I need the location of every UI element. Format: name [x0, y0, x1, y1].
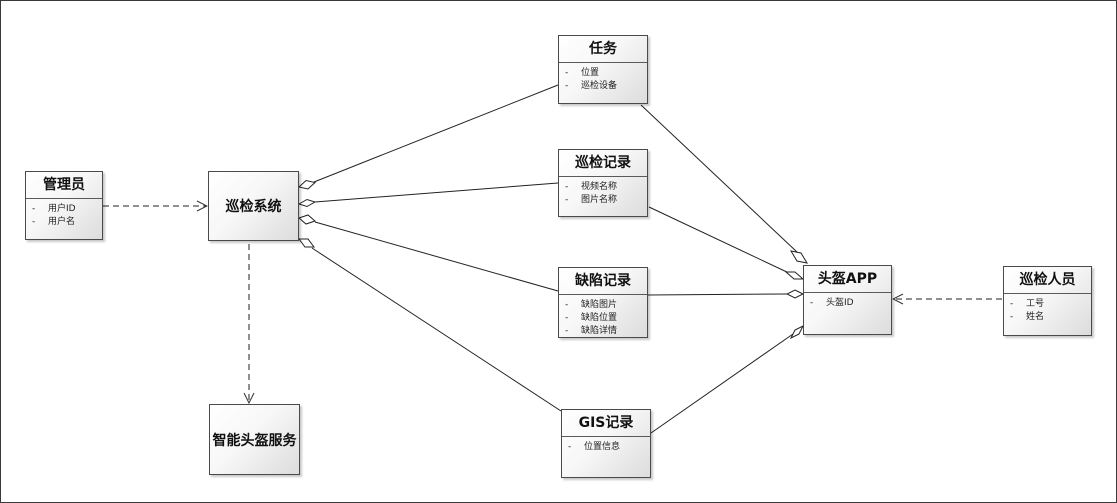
- attribute-row: -用户ID: [32, 204, 76, 214]
- class-helmet-app-title: 头盔APP: [804, 266, 891, 293]
- line-system-gis-record: [311, 247, 562, 412]
- block-smart-helmet-service-label: 智能头盔服务: [212, 432, 297, 449]
- attribute-row: -头盔ID: [810, 298, 854, 308]
- aggregation-diamond-task: [297, 179, 317, 190]
- class-gis-record-title: GIS记录: [562, 410, 650, 437]
- attribute-row: -视频名称: [565, 182, 618, 192]
- class-admin-attributes: -用户ID -用户名: [26, 199, 102, 229]
- attribute-row: -姓名: [1010, 312, 1045, 322]
- aggregation-diamond-defect-record: [298, 214, 316, 225]
- class-inspection-record-attributes: -视频名称 -图片名称: [559, 177, 647, 207]
- line-system-task: [313, 84, 559, 183]
- attribute-row: -缺陷位置: [565, 313, 618, 323]
- class-helmet-app-attributes: -头盔ID: [804, 293, 891, 310]
- class-task-title: 任务: [559, 36, 647, 63]
- line-gis-record-helmet-app: [650, 333, 794, 434]
- class-inspection-record-title: 巡检记录: [559, 150, 647, 177]
- class-gis-record-attributes: -位置信息: [562, 437, 650, 454]
- attribute-row: -巡检设备: [565, 81, 618, 91]
- class-defect-record-attributes: -缺陷图片 -缺陷位置 -缺陷详情: [559, 295, 647, 338]
- line-task-helmet-app: [640, 104, 798, 253]
- class-task[interactable]: 任务 -位置 -巡检设备: [558, 35, 648, 104]
- class-helmet-app[interactable]: 头盔APP -头盔ID: [803, 265, 892, 335]
- class-admin[interactable]: 管理员 -用户ID -用户名: [25, 171, 103, 240]
- class-gis-record[interactable]: GIS记录 -位置信息: [561, 409, 651, 478]
- line-defect-record-helmet-app: [646, 293, 788, 296]
- class-inspector-title: 巡检人员: [1004, 267, 1091, 294]
- attribute-row: -缺陷详情: [565, 326, 618, 336]
- aggregation-diamond-gis-record: [298, 238, 315, 248]
- attribute-row: -位置: [565, 68, 600, 78]
- block-inspection-system-label: 巡检系统: [225, 199, 282, 215]
- class-inspector-attributes: -工号 -姓名: [1004, 294, 1091, 324]
- attribute-row: -工号: [1010, 299, 1045, 309]
- aggregation-diamond-app-defect-record: [785, 289, 805, 299]
- line-system-defect-record: [314, 221, 559, 292]
- aggregation-diamond-app-task: [789, 250, 809, 264]
- class-defect-record[interactable]: 缺陷记录 -缺陷图片 -缺陷位置 -缺陷详情: [558, 267, 648, 338]
- class-inspection-record[interactable]: 巡检记录 -视频名称 -图片名称: [558, 149, 648, 217]
- class-admin-title: 管理员: [26, 172, 102, 199]
- line-system-inspection-record: [314, 182, 559, 203]
- attribute-row: -用户名: [32, 217, 76, 227]
- aggregation-diamond-app-gis-record: [789, 324, 805, 340]
- line-inspection-record-helmet-app: [648, 206, 790, 274]
- aggregation-diamond-app-inspection-record: [784, 271, 805, 280]
- class-task-attributes: -位置 -巡检设备: [559, 63, 647, 93]
- class-defect-record-title: 缺陷记录: [559, 268, 647, 295]
- attribute-row: -图片名称: [565, 195, 618, 205]
- class-inspector[interactable]: 巡检人员 -工号 -姓名: [1003, 266, 1092, 336]
- block-inspection-system[interactable]: 巡检系统: [208, 171, 299, 241]
- attribute-row: -缺陷图片: [565, 300, 618, 310]
- block-smart-helmet-service[interactable]: 智能头盔服务: [209, 404, 300, 475]
- aggregation-diamond-inspection-record: [297, 198, 317, 208]
- attribute-row: -位置信息: [568, 442, 621, 452]
